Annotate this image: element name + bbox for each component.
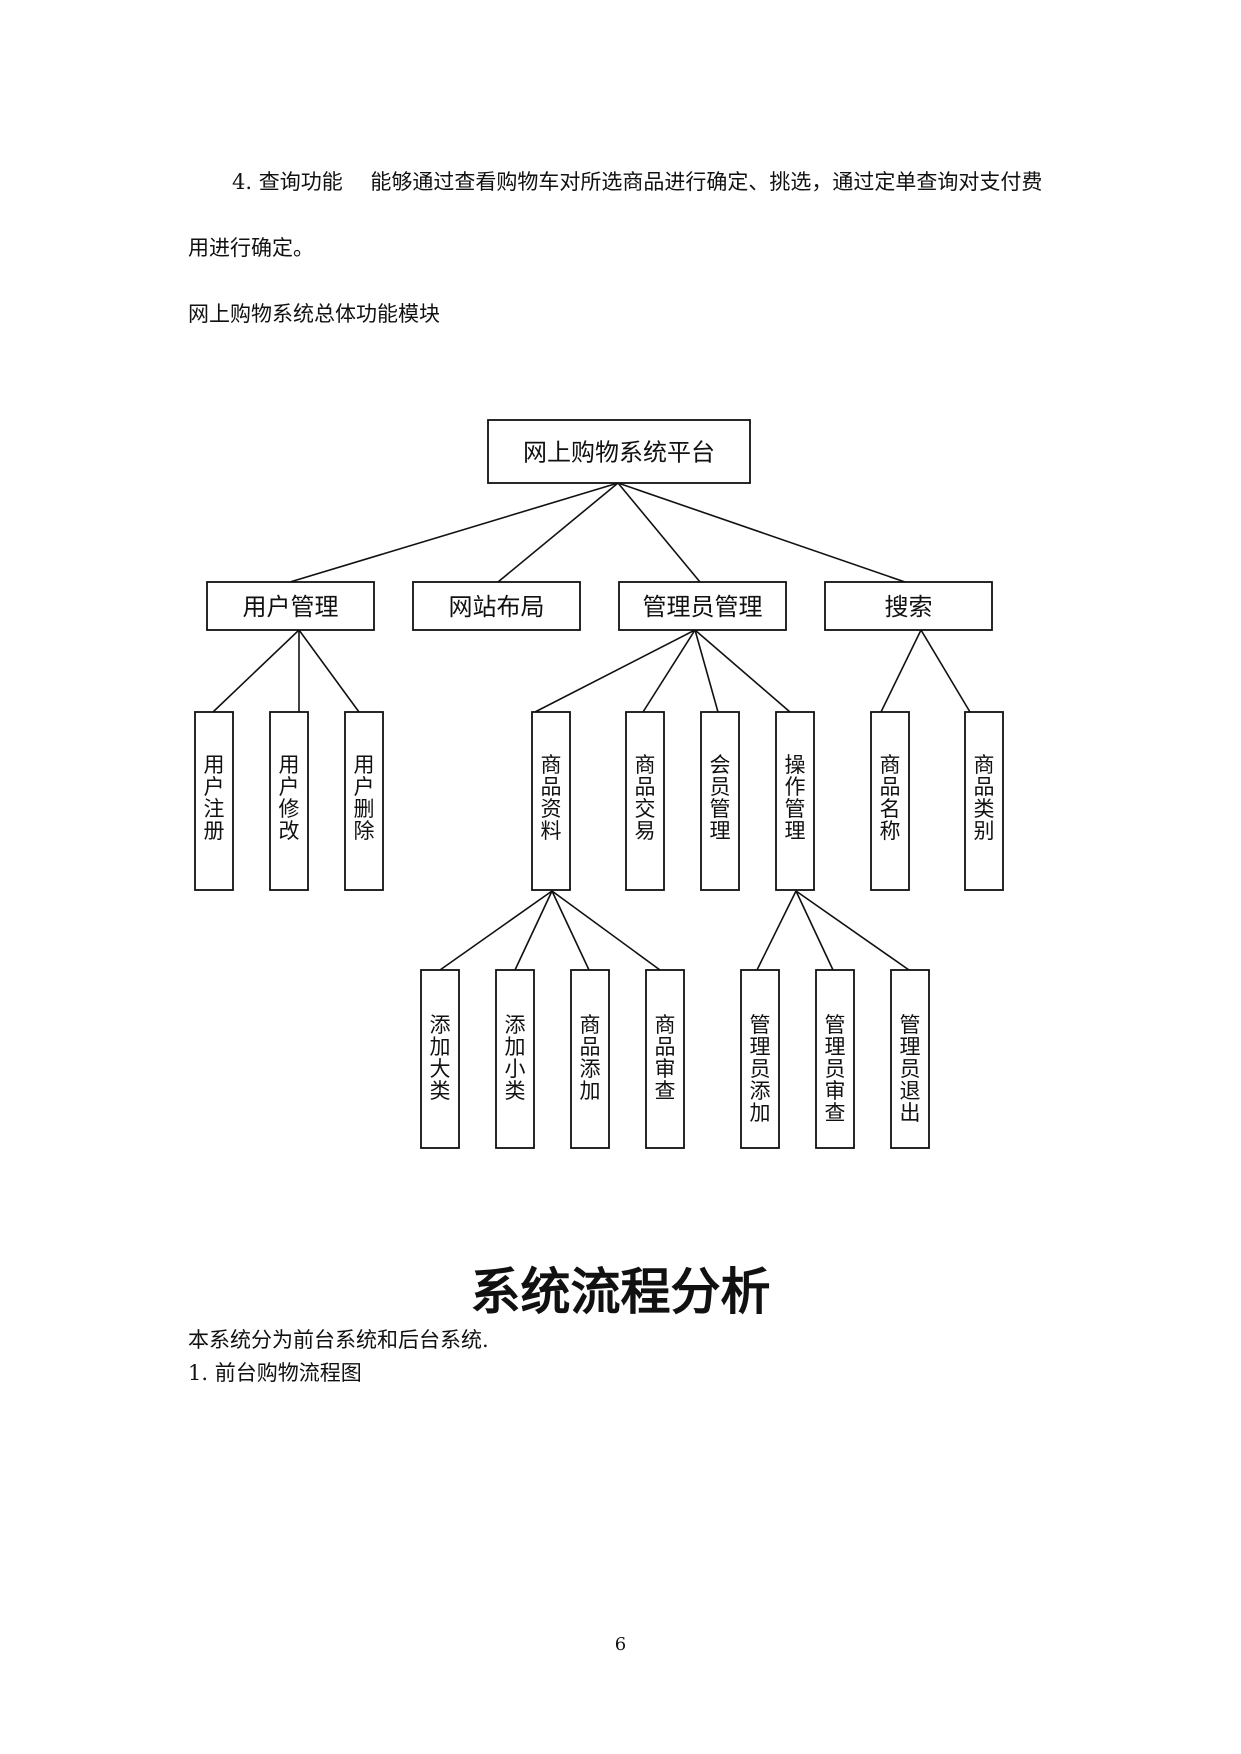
- paragraph-system-intro: 本系统分为前台系统和后台系统.: [188, 1328, 489, 1352]
- admin-child-3-label: 操作管理: [785, 753, 806, 843]
- connector-line: [756, 890, 797, 971]
- connector-line: [551, 890, 661, 971]
- operation-child-2-label: 管理员退出: [900, 1013, 921, 1125]
- module-0-label: 用户管理: [243, 593, 339, 621]
- product-info-child-1-box: [495, 969, 535, 1149]
- module-3-box: [824, 581, 993, 631]
- module-1-label: 网站布局: [449, 593, 545, 621]
- admin-child-0-box: [531, 711, 571, 891]
- product-info-child-2-label: 商品添加: [580, 1013, 601, 1103]
- function-module-diagram: 网上购物系统平台用户管理网站布局管理员管理搜索用户注册用户修改用户删除商品资料商…: [194, 419, 1004, 1149]
- user-child-0-box: [194, 711, 234, 891]
- connector-line: [439, 890, 553, 971]
- connector-line: [642, 629, 696, 713]
- connector-line: [694, 629, 791, 713]
- admin-child-0-label: 商品资料: [541, 753, 562, 843]
- admin-child-2-box: [700, 711, 740, 891]
- module-0-box: [206, 581, 375, 631]
- admin-child-3-box: [775, 711, 815, 891]
- root-node-box: [487, 419, 751, 484]
- user-child-2-label: 用户删除: [354, 753, 375, 843]
- connector-line: [551, 890, 590, 971]
- connector-line: [617, 482, 701, 583]
- operation-child-0-label: 管理员添加: [750, 1013, 771, 1125]
- paragraph-line-1: 4. 查询功能 能够通过查看购物车对所选商品进行确定、挑选，通过定单查询对支付费: [232, 170, 1043, 194]
- search-child-1-label: 商品类别: [974, 753, 995, 843]
- section-heading: 系统流程分析: [470, 1263, 771, 1321]
- page-number: 6: [614, 1634, 627, 1655]
- user-child-1-label: 用户修改: [279, 753, 300, 843]
- connector-line: [694, 629, 719, 713]
- operation-child-1-label: 管理员审查: [825, 1013, 846, 1125]
- module-3-label: 搜索: [885, 593, 933, 621]
- connector-line: [880, 629, 922, 713]
- operation-child-1-box: [815, 969, 855, 1149]
- product-info-child-2-box: [570, 969, 610, 1149]
- module-2-box: [618, 581, 787, 631]
- connector-line: [212, 629, 300, 713]
- connector-line: [920, 629, 971, 713]
- connector-line: [534, 629, 696, 713]
- admin-child-1-box: [625, 711, 665, 891]
- module-2-label: 管理员管理: [643, 593, 763, 621]
- admin-child-2-label: 会员管理: [710, 753, 731, 843]
- user-child-1-box: [269, 711, 309, 891]
- operation-child-0-box: [740, 969, 780, 1149]
- connector-line: [514, 890, 553, 971]
- list-item-frontend-flowchart: 1. 前台购物流程图: [188, 1361, 362, 1385]
- product-info-child-1-label: 添加小类: [505, 1013, 526, 1103]
- connector-line: [795, 890, 910, 971]
- connector-line: [795, 890, 834, 971]
- operation-child-2-box: [890, 969, 930, 1149]
- search-child-0-box: [870, 711, 910, 891]
- search-child-1-box: [964, 711, 1004, 891]
- diagram-caption: 网上购物系统总体功能模块: [188, 302, 440, 326]
- paragraph-line-2: 用进行确定。: [188, 236, 314, 260]
- connector-line: [617, 482, 906, 583]
- search-child-0-label: 商品名称: [880, 753, 901, 843]
- connector-line: [289, 482, 619, 583]
- module-1-box: [412, 581, 581, 631]
- user-child-0-label: 用户注册: [204, 753, 225, 843]
- product-info-child-0-label: 添加大类: [430, 1013, 451, 1103]
- user-child-2-box: [344, 711, 384, 891]
- root-node-label: 网上购物系统平台: [523, 439, 715, 467]
- connector-line: [497, 482, 619, 583]
- connector-line: [298, 629, 360, 713]
- product-info-child-3-label: 商品审查: [655, 1013, 676, 1103]
- admin-child-1-label: 商品交易: [635, 753, 656, 843]
- product-info-child-0-box: [420, 969, 460, 1149]
- product-info-child-3-box: [645, 969, 685, 1149]
